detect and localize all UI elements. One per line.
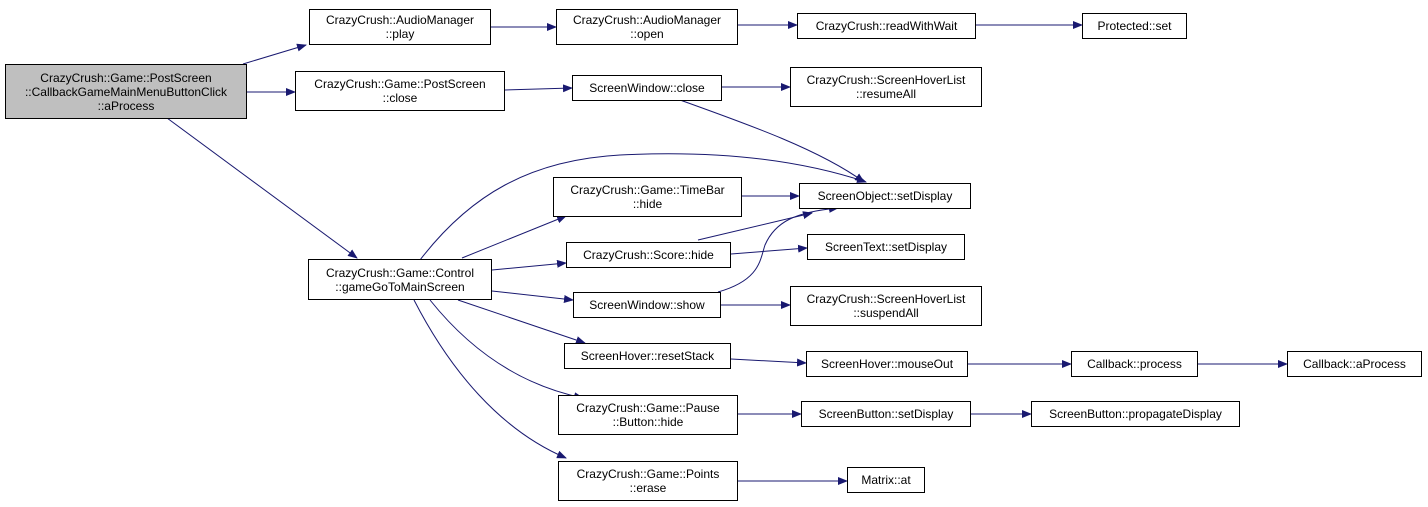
- edge-control-main-to-timebar-hide: [461, 215, 567, 259]
- node-postscreen-close[interactable]: CrazyCrush::Game::PostScreen ::close: [295, 71, 505, 111]
- node-screenbutton-setdisplay[interactable]: ScreenButton::setDisplay: [801, 401, 971, 427]
- node-label: ScreenText::setDisplay: [824, 240, 948, 254]
- node-label: CrazyCrush::AudioManager ::open: [572, 13, 722, 41]
- node-label: CrazyCrush::Game::PostScreen ::close: [314, 77, 486, 105]
- node-label: ScreenWindow::close: [589, 81, 705, 95]
- edge-root-to-audio-play: [242, 43, 307, 65]
- node-label: ScreenObject::setDisplay: [817, 189, 953, 203]
- edge-screenwindow-close-to-setdisplay: [679, 99, 865, 183]
- node-label: Callback::process: [1087, 357, 1182, 371]
- node-points-erase[interactable]: CrazyCrush::Game::Points ::erase: [558, 461, 738, 501]
- node-label: CrazyCrush::Game::Points ::erase: [576, 467, 720, 495]
- node-label: CrazyCrush::Game::Control ::gameGoToMain…: [325, 265, 475, 294]
- edge-resetstack-to-mouseout: [730, 358, 807, 367]
- node-screenobject-setdisplay[interactable]: ScreenObject::setDisplay: [799, 183, 971, 209]
- node-label: ScreenHover::mouseOut: [820, 357, 954, 371]
- edge-control-main-to-score-hide: [491, 259, 567, 271]
- edge-control-main-to-setdisplay-curve: [419, 153, 867, 261]
- node-label: Protected::set: [1097, 19, 1172, 33]
- node-callback-aprocess[interactable]: Callback::aProcess: [1287, 351, 1422, 377]
- edge-screenwindow-show-to-setdisplay: [717, 204, 839, 293]
- node-label: CrazyCrush::Score::hide: [583, 248, 714, 262]
- node-label: CrazyCrush::Game::PostScreen ::CallbackG…: [24, 70, 228, 113]
- node-hover-resetstack[interactable]: ScreenHover::resetStack: [564, 343, 731, 369]
- node-label: ScreenButton::propagateDisplay: [1049, 407, 1222, 421]
- edge-control-main-to-points-erase: [413, 299, 567, 459]
- node-label: ScreenWindow::show: [589, 298, 705, 312]
- edge-control-main-to-pause-button-hide: [429, 299, 584, 401]
- node-matrix-at[interactable]: Matrix::at: [847, 467, 925, 493]
- node-label: CrazyCrush::readWithWait: [815, 19, 958, 33]
- node-screenwindow-show[interactable]: ScreenWindow::show: [573, 292, 721, 318]
- node-control-gogotomainscreen[interactable]: CrazyCrush::Game::Control ::gameGoToMain…: [308, 259, 492, 300]
- node-screenwindow-close[interactable]: ScreenWindow::close: [572, 75, 722, 101]
- node-hoverlist-suspend[interactable]: CrazyCrush::ScreenHoverList ::suspendAll: [790, 286, 982, 326]
- node-label: CrazyCrush::ScreenHoverList ::suspendAll: [806, 292, 966, 320]
- call-edges: [166, 21, 1288, 485]
- edge-root-to-control-main: [166, 117, 358, 259]
- edge-score-hide-to-screentext-setdisplay: [730, 244, 808, 255]
- node-screentext-setdisplay[interactable]: ScreenText::setDisplay: [807, 234, 965, 260]
- node-hover-mouseout[interactable]: ScreenHover::mouseOut: [806, 351, 968, 377]
- node-label: ScreenButton::setDisplay: [818, 407, 954, 421]
- node-label: ScreenHover::resetStack: [580, 349, 715, 363]
- node-score-hide[interactable]: CrazyCrush::Score::hide: [566, 242, 731, 268]
- node-audio-play[interactable]: CrazyCrush::AudioManager ::play: [309, 9, 491, 45]
- edge-control-main-to-hover-resetstack: [457, 299, 586, 344]
- node-label: CrazyCrush::Game::Pause ::Button::hide: [576, 401, 720, 429]
- node-screenbutton-propagate[interactable]: ScreenButton::propagateDisplay: [1031, 401, 1240, 427]
- edge-postscreen-close-to-screenwindow-close: [504, 84, 573, 93]
- node-read-with-wait[interactable]: CrazyCrush::readWithWait: [797, 13, 976, 39]
- node-label: Matrix::at: [861, 473, 911, 487]
- node-pause-button-hide[interactable]: CrazyCrush::Game::Pause ::Button::hide: [558, 395, 738, 435]
- edge-control-main-to-screenwindow-show: [491, 290, 574, 303]
- node-label: Callback::aProcess: [1303, 357, 1406, 371]
- node-audio-open[interactable]: CrazyCrush::AudioManager ::open: [556, 9, 738, 45]
- node-callback-process[interactable]: Callback::process: [1071, 351, 1198, 377]
- node-label: CrazyCrush::Game::TimeBar ::hide: [570, 183, 725, 211]
- node-timebar-hide[interactable]: CrazyCrush::Game::TimeBar ::hide: [553, 177, 742, 217]
- node-hoverlist-resume[interactable]: CrazyCrush::ScreenHoverList ::resumeAll: [790, 67, 982, 107]
- node-protected-set[interactable]: Protected::set: [1082, 13, 1187, 39]
- node-root-callback-aprocess[interactable]: CrazyCrush::Game::PostScreen ::CallbackG…: [5, 64, 247, 119]
- node-label: CrazyCrush::ScreenHoverList ::resumeAll: [806, 73, 966, 101]
- node-label: CrazyCrush::AudioManager ::play: [325, 13, 475, 41]
